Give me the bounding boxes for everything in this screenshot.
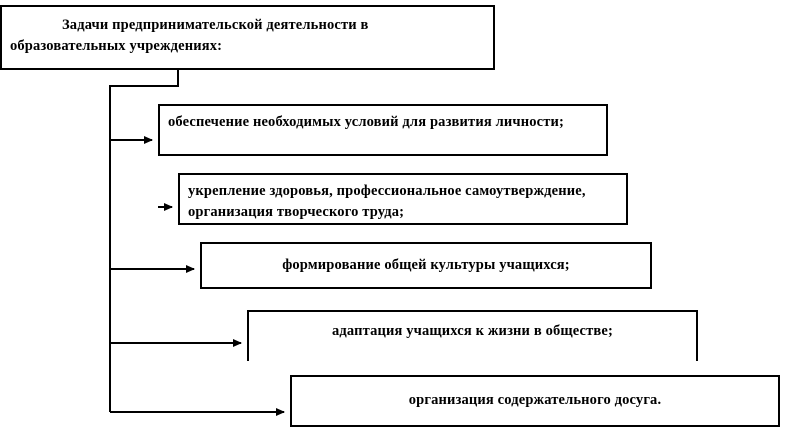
- root-box: Задачи предпринимательской деятельности …: [0, 5, 495, 70]
- branch-box-3: формирование общей культуры учащихся;: [200, 242, 652, 289]
- branch-box-5: организация содержательного досуга.: [290, 375, 780, 427]
- branch-box-1: обеспечение необходимых условий для разв…: [158, 104, 608, 156]
- branch-box-2: укрепление здоровья, профессиональное са…: [178, 173, 628, 225]
- branch-box-4: адаптация учащихся к жизни в обществе;: [247, 310, 698, 361]
